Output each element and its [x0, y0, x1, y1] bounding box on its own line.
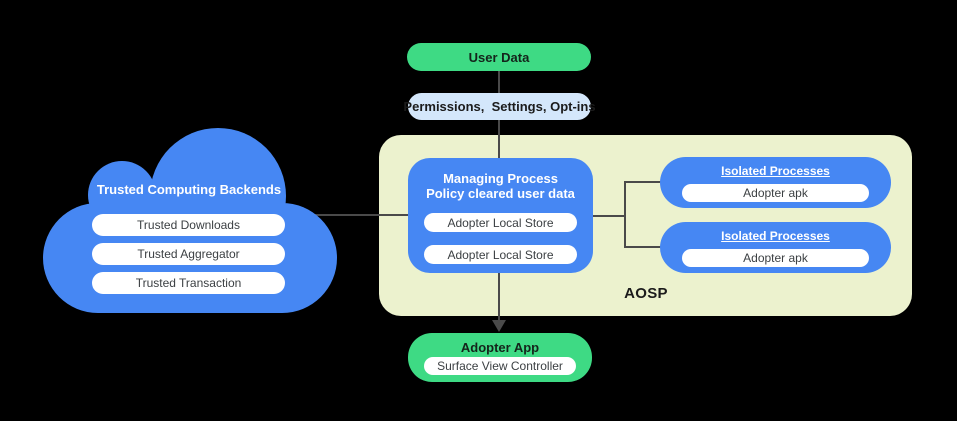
surface-view-controller-pill: Surface View Controller: [424, 357, 576, 375]
adopter-local-store-pill-1: Adopter Local Store: [424, 213, 577, 232]
connector-userdata-permissions: [498, 70, 500, 94]
connector-junction-isolated2: [624, 246, 662, 248]
adopter-apk-pill-2: Adopter apk: [682, 249, 869, 267]
adopter-local-store-label-2: Adopter Local Store: [447, 247, 554, 262]
adopter-apk-label-1: Adopter apk: [743, 186, 808, 200]
managing-process-node: Managing Process Policy cleared user dat…: [408, 158, 593, 273]
trusted-cloud-title: Trusted Computing Backends: [96, 182, 282, 197]
trusted-aggregator-label: Trusted Aggregator: [137, 247, 240, 261]
connector-junction-vertical: [624, 181, 626, 248]
trusted-transaction-pill: Trusted Transaction: [92, 272, 285, 294]
adopter-local-store-pill-2: Adopter Local Store: [424, 245, 577, 264]
isolated-processes-node-1: Isolated Processes Adopter apk: [660, 157, 891, 208]
isolated-processes-node-2: Isolated Processes Adopter apk: [660, 222, 891, 273]
managing-process-title-line1: Managing Process: [443, 171, 558, 186]
adopter-apk-pill-1: Adopter apk: [682, 184, 869, 202]
connector-managing-junction: [592, 215, 626, 217]
managing-process-title-line2: Policy cleared user data: [426, 186, 575, 201]
adopter-apk-label-2: Adopter apk: [743, 251, 808, 265]
isolated-processes-title-1: Isolated Processes: [721, 164, 830, 178]
user-data-label: User Data: [468, 49, 530, 65]
trusted-aggregator-pill: Trusted Aggregator: [92, 243, 285, 265]
permissions-label: Permissions, Settings, Opt-ins: [403, 99, 596, 114]
arrow-down-icon: [492, 320, 506, 332]
trusted-transaction-label: Trusted Transaction: [135, 276, 242, 290]
permissions-node: Permissions, Settings, Opt-ins: [403, 93, 596, 120]
connector-cloud-managing: [300, 214, 410, 216]
connector-junction-isolated1: [624, 181, 662, 183]
trusted-downloads-label: Trusted Downloads: [137, 218, 240, 232]
trusted-downloads-pill: Trusted Downloads: [92, 214, 285, 236]
adopter-app-title: Adopter App: [460, 340, 540, 355]
user-data-node: User Data: [407, 43, 591, 71]
surface-view-controller-label: Surface View Controller: [437, 359, 563, 373]
connector-permissions-managing: [498, 119, 500, 159]
adopter-local-store-label-1: Adopter Local Store: [447, 215, 554, 230]
aosp-label: AOSP: [624, 285, 668, 302]
managing-process-title: Managing Process Policy cleared user dat…: [408, 171, 593, 201]
isolated-processes-title-2: Isolated Processes: [721, 229, 830, 243]
adopter-app-node: Adopter App Surface View Controller: [408, 333, 592, 382]
connector-managing-adopterapp: [498, 272, 500, 321]
